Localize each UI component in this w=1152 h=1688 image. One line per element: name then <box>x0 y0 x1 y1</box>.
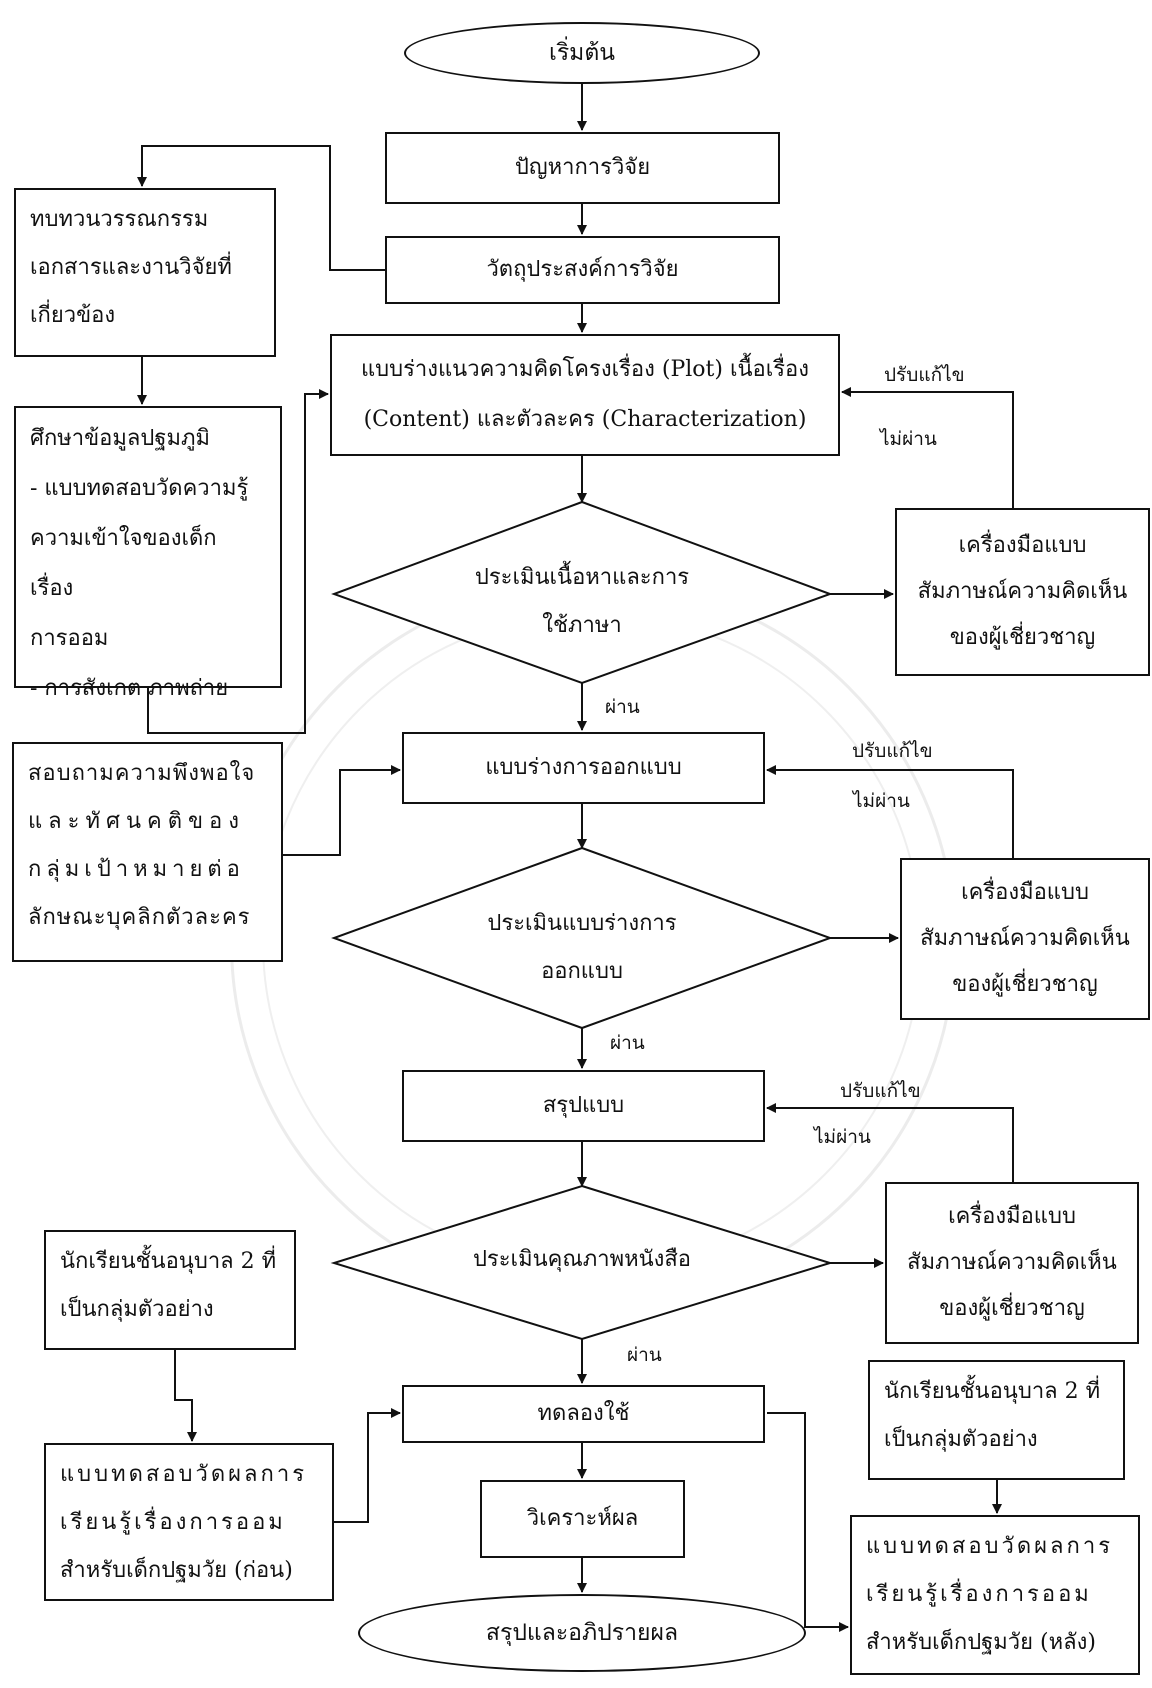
tool-3-line-3: ของผู้เชี่ยวชาญ <box>939 1296 1085 1321</box>
box-research-problem: ปัญหาการวิจัย <box>385 132 780 204</box>
box-conclude-design: สรุปแบบ <box>402 1070 765 1142</box>
box-research-objective-label: วัตถุประสงค์การวิจัย <box>486 257 679 283</box>
box-sample-pre: นักเรียนชั้นอนุบาล 2 ที่ เป็นกลุ่มตัวอย่… <box>44 1230 296 1350</box>
primary-line-3: ความเข้าใจของเด็ก เรื่อง <box>30 526 217 601</box>
label-revise-1: ปรับแก้ไข <box>884 364 965 386</box>
arrow-objective-review <box>137 145 385 271</box>
arrow-trial-posttest <box>767 1412 849 1632</box>
box-analyze: วิเคราะห์ผล <box>480 1480 685 1558</box>
start-label: เริ่มต้น <box>548 40 616 66</box>
plot-draft-line-2: (Content) และตัวละคร (Characterization) <box>363 407 807 432</box>
survey-line-3: กลุ่มเป้าหมายต่อ <box>28 857 245 882</box>
box-posttest: แบบทดสอบวัดผลการ เรียนรู้เรื่องการออม สำ… <box>850 1515 1140 1675</box>
box-sample-post: นักเรียนชั้นอนุบาล 2 ที่ เป็นกลุ่มตัวอย่… <box>868 1360 1125 1480</box>
decision-text-3: ประเมินคุณภาพหนังสือ <box>400 1236 764 1284</box>
label-fail-2: ไม่ผ่าน <box>853 790 910 812</box>
pretest-line-2: เรียนรู้เรื่องการออม <box>60 1510 286 1535</box>
arrow-pretest-trial <box>334 1408 401 1523</box>
end-label: สรุปและอภิปรายผล <box>485 1620 679 1646</box>
tool-1-line-3: ของผู้เชี่ยวชาญ <box>949 625 1096 650</box>
label-pass-1: ผ่าน <box>605 696 640 718</box>
box-plot-draft: แบบร่างแนวความคิดโครงเรื่อง (Plot) เนื้อ… <box>330 334 840 456</box>
label-fail-3: ไม่ผ่าน <box>814 1126 871 1148</box>
arrow-tool2-design <box>766 765 1014 858</box>
decision-diamond-2 <box>331 846 833 1030</box>
box-design-draft-label: แบบร่างการออกแบบ <box>485 755 682 781</box>
decision-3-line-1: ประเมินคุณภาพหนังสือ <box>472 1247 692 1272</box>
survey-line-4: ลักษณะบุคลิกตัวละคร <box>28 905 251 930</box>
decision-2-line-1: ประเมินแบบร่างการ <box>487 911 677 936</box>
box-trial-label: ทดลองใช้ <box>537 1401 630 1427</box>
survey-line-1: สอบถามความพึงพอใจ <box>28 761 256 786</box>
decision-1-line-2: ใช้ภาษา <box>542 613 622 638</box>
primary-line-5: - การสังเกต ภาพถ่าย <box>30 676 229 701</box>
arrow-primary-plot <box>147 389 329 734</box>
box-expert-tool-2: เครื่องมือแบบ สัมภาษณ์ความคิดเห็น ของผู้… <box>900 858 1150 1020</box>
tool-1-line-2: สัมภาษณ์ความคิดเห็น <box>917 579 1128 604</box>
pretest-line-1: แบบทดสอบวัดผลการ <box>60 1462 308 1487</box>
sample-post-line-1: นักเรียนชั้นอนุบาล 2 ที่ <box>884 1379 1101 1404</box>
primary-line-4: การออม <box>30 626 109 651</box>
box-design-draft: แบบร่างการออกแบบ <box>402 732 765 804</box>
tool-2-line-3: ของผู้เชี่ยวชาญ <box>952 972 1098 997</box>
review-line-2: เอกสารและงานวิจัยที่ <box>30 255 232 280</box>
box-conclude-design-label: สรุปแบบ <box>542 1093 625 1119</box>
sample-post-line-2: เป็นกลุ่มตัวอย่าง <box>884 1427 1038 1452</box>
box-research-problem-label: ปัญหาการวิจัย <box>514 155 651 181</box>
label-pass-3: ผ่าน <box>627 1344 662 1366</box>
tool-3-line-2: สัมภาษณ์ความคิดเห็น <box>907 1250 1117 1275</box>
label-revise-2: ปรับแก้ไข <box>852 740 933 762</box>
decision-text-2: ประเมินแบบร่างการ ออกแบบ <box>420 900 744 996</box>
review-line-3: เกี่ยวข้อง <box>30 303 116 328</box>
decision-2-line-2: ออกแบบ <box>541 959 623 984</box>
box-pretest: แบบทดสอบวัดผลการ เรียนรู้เรื่องการออม สำ… <box>44 1443 334 1601</box>
decision-text-1: ประเมินเนื้อหาและการ ใช้ภาษา <box>420 554 744 650</box>
label-revise-3: ปรับแก้ไข <box>840 1080 921 1102</box>
pretest-line-3: สำหรับเด็กปฐมวัย (ก่อน) <box>60 1558 293 1583</box>
sample-pre-line-2: เป็นกลุ่มตัวอย่าง <box>60 1297 214 1322</box>
decision-diamond-1 <box>331 500 833 685</box>
arrow-samplepre-pretest <box>174 1350 197 1442</box>
primary-line-1: ศึกษาข้อมูลปฐมภูมิ <box>30 426 210 451</box>
decision-diamond-3 <box>330 1184 834 1341</box>
box-research-objective: วัตถุประสงค์การวิจัย <box>385 236 780 304</box>
posttest-line-1: แบบทดสอบวัดผลการ <box>866 1534 1114 1559</box>
survey-line-2: และทัศนคติของ <box>28 809 245 834</box>
tool-3-line-1: เครื่องมือแบบ <box>948 1204 1076 1229</box>
end-oval: สรุปและอภิปรายผล <box>358 1594 806 1672</box>
box-trial: ทดลองใช้ <box>402 1385 765 1443</box>
tool-2-line-2: สัมภาษณ์ความคิดเห็น <box>920 926 1130 951</box>
arrow-tool3-conclude <box>766 1103 1014 1182</box>
plot-draft-line-1: แบบร่างแนวความคิดโครงเรื่อง (Plot) เนื้อ… <box>360 357 810 382</box>
box-primary-data: ศึกษาข้อมูลปฐมภูมิ - แบบทดสอบวัดความรู้ … <box>14 406 282 701</box>
box-expert-tool-1: เครื่องมือแบบ สัมภาษณ์ความคิดเห็น ของผู้… <box>895 508 1150 676</box>
decision-1-line-1: ประเมินเนื้อหาและการ <box>474 565 690 590</box>
box-literature-review: ทบทวนวรรณกรรม เอกสารและงานวิจัยที่ เกี่ย… <box>14 188 276 357</box>
box-expert-tool-3: เครื่องมือแบบ สัมภาษณ์ความคิดเห็น ของผู้… <box>885 1182 1139 1344</box>
posttest-line-3: สำหรับเด็กปฐมวัย (หลัง) <box>866 1630 1096 1655</box>
box-analyze-label: วิเคราะห์ผล <box>526 1506 639 1532</box>
sample-pre-line-1: นักเรียนชั้นอนุบาล 2 ที่ <box>60 1249 277 1274</box>
posttest-line-2: เรียนรู้เรื่องการออม <box>866 1582 1092 1607</box>
review-line-1: ทบทวนวรรณกรรม <box>30 207 209 232</box>
primary-line-2: - แบบทดสอบวัดความรู้ <box>30 476 249 501</box>
label-pass-2: ผ่าน <box>610 1032 645 1054</box>
label-fail-1: ไม่ผ่าน <box>880 428 937 450</box>
box-satisfaction-survey: สอบถามความพึงพอใจ และทัศนคติของ กลุ่มเป้… <box>12 742 283 962</box>
arrow-survey-design <box>283 765 401 856</box>
tool-2-line-1: เครื่องมือแบบ <box>961 880 1089 905</box>
start-oval: เริ่มต้น <box>404 22 760 84</box>
tool-1-line-1: เครื่องมือแบบ <box>958 533 1087 558</box>
arrow-tool1-plot <box>841 387 1014 508</box>
